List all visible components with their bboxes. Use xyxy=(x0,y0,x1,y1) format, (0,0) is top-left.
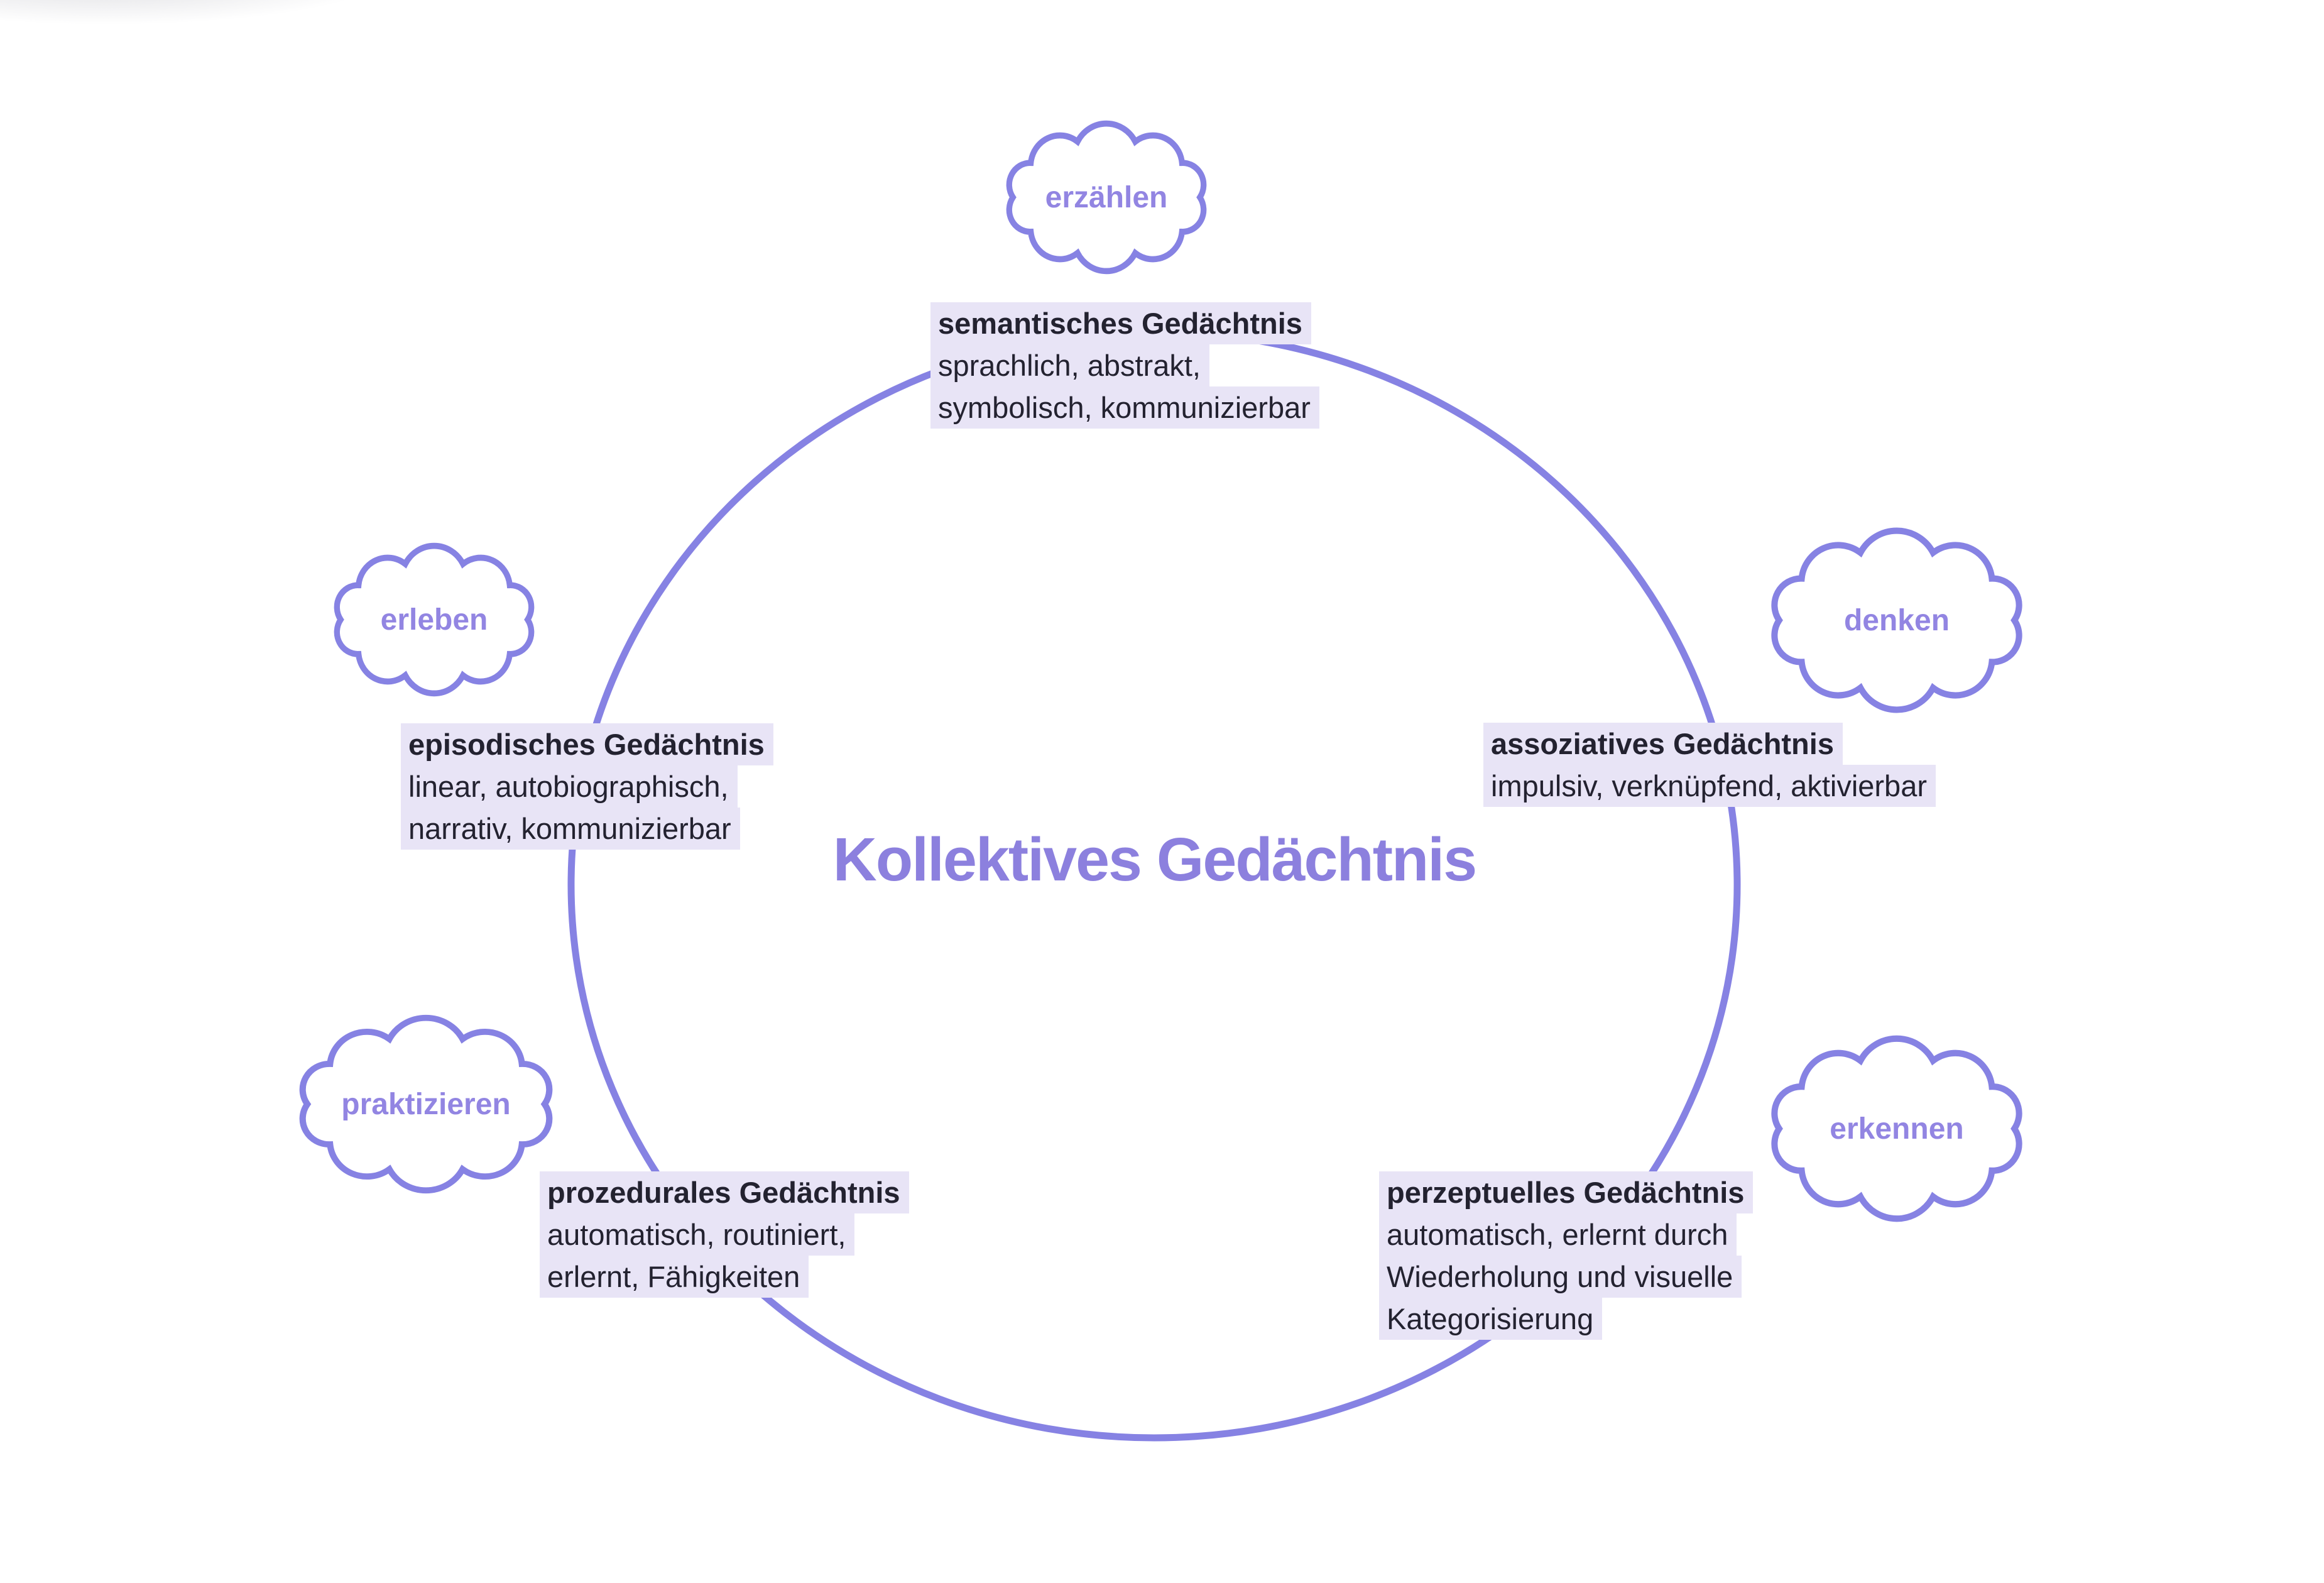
node-description-line: symbolisch, kommunizierbar xyxy=(930,386,1319,429)
node-description-line: narrativ, kommunizierbar xyxy=(401,808,740,850)
cloud-shape-icon xyxy=(299,1014,553,1194)
node-title: semantisches Gedächtnis xyxy=(930,302,1311,344)
node-perzeptuelles-gedaechtnis: perzeptuelles Gedächtnis automatisch, er… xyxy=(1379,1171,1754,1340)
cloud-shape-icon xyxy=(1771,1035,2022,1222)
cloud-label-denken: denken xyxy=(1843,603,1950,637)
cloud-shape-icon xyxy=(1771,527,2022,713)
cloud-praktizieren: praktizieren xyxy=(278,1004,574,1204)
cloud-label-praktizieren: praktizieren xyxy=(341,1087,511,1121)
node-title: episodisches Gedächtnis xyxy=(401,723,773,765)
node-description-line: impulsiv, verknüpfend, aktivierbar xyxy=(1483,765,1936,807)
node-description-line: Kategorisierung xyxy=(1379,1298,1603,1340)
cloud-label-erkennen: erkennen xyxy=(1830,1112,1964,1146)
node-description-line: automatisch, routiniert, xyxy=(540,1213,855,1256)
node-title: assoziatives Gedächtnis xyxy=(1483,723,1843,765)
node-title: prozedurales Gedächtnis xyxy=(540,1171,909,1213)
node-description-line: linear, autobiographisch, xyxy=(401,765,738,808)
cloud-shape-icon xyxy=(334,542,535,697)
cloud-erkennen: erkennen xyxy=(1750,1024,2044,1233)
node-description-line: sprachlich, abstrakt, xyxy=(930,344,1209,386)
node-description-line: erlernt, Fähigkeiten xyxy=(540,1256,809,1298)
central-topic: Kollektives Gedächtnis xyxy=(832,825,1477,894)
cloud-label-erleben: erleben xyxy=(380,603,488,637)
node-assoziatives-gedaechtnis: assoziatives Gedächtnis impulsiv, verknü… xyxy=(1483,723,1936,807)
node-episodisches-gedaechtnis: episodisches Gedächtnis linear, autobiog… xyxy=(401,723,773,850)
cloud-label-erzaehlen: erzählen xyxy=(1045,180,1168,214)
node-description-line: automatisch, erlernt durch xyxy=(1379,1213,1737,1256)
cloud-denken: denken xyxy=(1750,517,2044,724)
cloud-shape-icon xyxy=(1006,120,1207,275)
cloud-erzaehlen: erzählen xyxy=(990,112,1223,283)
cloud-erleben: erleben xyxy=(317,534,551,705)
node-title: perzeptuelles Gedächtnis xyxy=(1379,1171,1754,1213)
node-description-line: Wiederholung und visuelle xyxy=(1379,1256,1742,1298)
node-semantisches-gedaechtnis: semantisches Gedächtnis sprachlich, abst… xyxy=(930,302,1319,429)
node-prozedurales-gedaechtnis: prozedurales Gedächtnis automatisch, rou… xyxy=(540,1171,909,1298)
